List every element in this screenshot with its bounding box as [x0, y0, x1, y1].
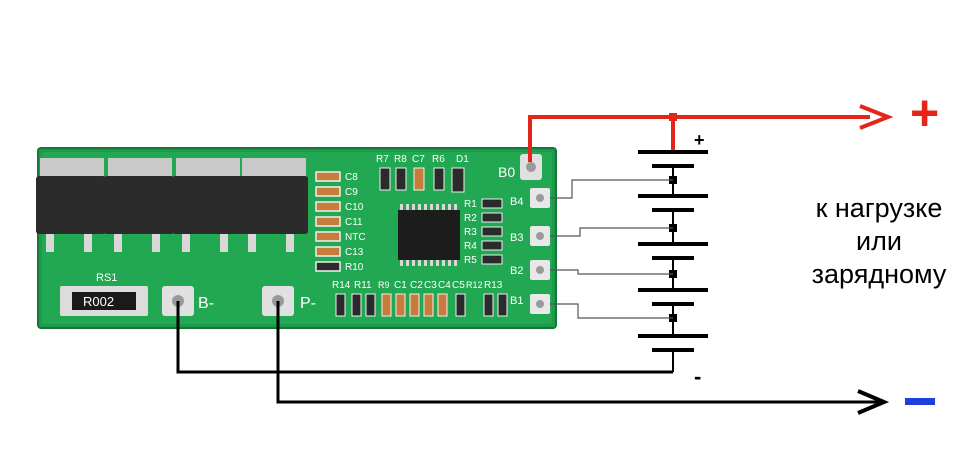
mosfet-icon [104, 158, 174, 252]
ic-chip-icon [398, 204, 460, 266]
cap-label: R10 [345, 262, 364, 273]
plus-sign: + [910, 85, 940, 141]
mosfet-icon [172, 158, 242, 252]
resistor-label: D1 [456, 154, 469, 165]
balance-wires [550, 179, 673, 319]
battery-plus-label: + [694, 130, 705, 150]
pad-label: B1 [510, 295, 523, 307]
shunt-marking: R002 [83, 294, 114, 309]
load-label-line2: или [856, 226, 902, 256]
right-resistors: R1 R2 R3 R4 R5 [464, 198, 503, 266]
mosfet-icon [36, 158, 106, 252]
resistor-label: R7 [376, 154, 389, 165]
component-label: R11 [354, 280, 372, 291]
pad-label: B3 [510, 232, 523, 244]
positive-wire [528, 104, 894, 162]
cap-label: C10 [345, 202, 364, 213]
shunt-label: RS1 [96, 272, 117, 284]
component-label: R12 [466, 280, 483, 290]
cap-label: C8 [345, 172, 358, 183]
component-label: C1 [394, 280, 407, 291]
bottom-components: R14 R11 R9 C1 C2 C3 C4 C5 R12 R13 [332, 280, 508, 317]
pad-label: B4 [510, 196, 523, 208]
cap-label: C13 [345, 247, 364, 258]
cap-column: C8 C9 C10 C11 NTC C13 R10 [315, 171, 366, 273]
resistor-label: R6 [432, 154, 445, 165]
load-label-line1: к нагрузке [815, 193, 943, 223]
resistor-label: C7 [412, 154, 425, 165]
component-label: R13 [484, 280, 503, 291]
pad-b-minus-label: B- [198, 295, 214, 312]
resistor-label: R4 [464, 241, 477, 252]
load-label-line3: зарядному [811, 259, 947, 289]
minus-sign [905, 398, 935, 405]
battery-minus-label: - [694, 364, 702, 389]
cap-label: NTC [345, 232, 366, 243]
load-label: к нагрузке или зарядному [804, 192, 954, 291]
resistor-label: R8 [394, 154, 407, 165]
top-resistors: R7 R8 C7 R6 D1 [376, 154, 469, 193]
arrow-right-icon [857, 389, 890, 415]
mosfet-icon [238, 158, 308, 252]
pad-p-minus-label: P- [300, 295, 316, 312]
cap-label: C9 [345, 187, 358, 198]
cap-label: C11 [345, 217, 363, 228]
negative-wire [176, 301, 890, 415]
component-label: C5 [452, 280, 465, 291]
component-label: C4 [438, 280, 451, 291]
component-label: R14 [332, 280, 351, 291]
component-label: C2 [410, 280, 423, 291]
component-label: R9 [378, 280, 390, 290]
right-pads: B0 B4 B3 B2 B1 [498, 154, 550, 314]
pad-label: B0 [498, 164, 515, 180]
shunt-resistor: RS1 R002 [60, 272, 148, 316]
pad-label: B2 [510, 265, 523, 277]
bms-pcb-board: RS1 R002 B- P- C8 C9 C10 C1 [36, 147, 557, 329]
component-label: C3 [424, 280, 437, 291]
resistor-label: R2 [464, 213, 477, 224]
arrow-right-icon [859, 104, 894, 130]
resistor-label: R3 [464, 227, 477, 238]
resistor-label: R5 [464, 255, 477, 266]
resistor-label: R1 [464, 199, 477, 210]
